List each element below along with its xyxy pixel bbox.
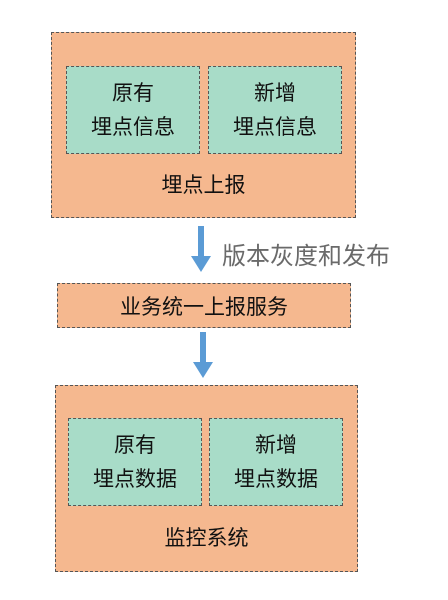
arrow-down-head xyxy=(191,256,211,272)
arrow-down-head xyxy=(193,362,213,378)
new-tracking-data-label: 新增 埋点数据 xyxy=(234,433,318,491)
existing-tracking-info-box: 原有 埋点信息 xyxy=(66,66,200,154)
arrow-down-icon xyxy=(191,226,211,272)
new-tracking-info-box: 新增 埋点信息 xyxy=(208,66,342,154)
tracking-report-box: 原有 埋点信息 新增 埋点信息 埋点上报 xyxy=(51,32,356,218)
new-tracking-info-label: 新增 埋点信息 xyxy=(233,81,317,139)
monitoring-system-box: 原有 埋点数据 新增 埋点数据 监控系统 xyxy=(55,385,358,572)
existing-tracking-data-box: 原有 埋点数据 xyxy=(68,418,202,506)
gray-release-label: 版本灰度和发布 xyxy=(222,242,390,270)
unified-report-service-label: 业务统一上报服务 xyxy=(120,294,288,319)
tracking-report-label: 埋点上报 xyxy=(161,173,246,197)
arrow-down-shaft xyxy=(200,332,206,364)
arrow-down-icon xyxy=(193,332,213,378)
existing-tracking-data-label: 原有 埋点数据 xyxy=(93,433,177,491)
arrow-down-shaft xyxy=(198,226,204,258)
monitoring-system-label: 监控系统 xyxy=(164,526,249,550)
new-tracking-data-box: 新增 埋点数据 xyxy=(209,418,343,506)
unified-report-service-box: 业务统一上报服务 xyxy=(57,283,351,328)
existing-tracking-info-label: 原有 埋点信息 xyxy=(91,81,175,139)
